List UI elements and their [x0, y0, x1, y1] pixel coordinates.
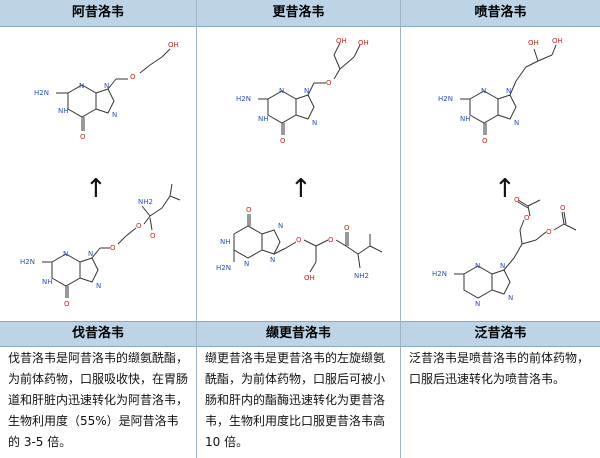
- header-penciclovir: 喷昔洛韦: [401, 0, 600, 27]
- atom-label: O: [524, 214, 530, 222]
- atom-label: O: [560, 204, 566, 212]
- atom-label: OH: [336, 37, 347, 45]
- atom-label: O: [546, 228, 552, 236]
- description-valganciclovir: 缬更昔洛韦是更昔洛韦的左旋缬氨酰酯，为前体药物，口服后可被小肠和肝内的酯酶迅速转…: [205, 351, 386, 449]
- atom-label: H2N: [34, 89, 49, 97]
- header-acyclovir: 阿昔洛韦: [0, 0, 196, 27]
- header-ganciclovir: 更昔洛韦: [197, 0, 400, 27]
- atom-label: H2N: [236, 95, 251, 103]
- valacyclovir-structure: N N N NH H2N NH2 O O O O: [20, 183, 181, 308]
- atom-label: N: [104, 82, 109, 90]
- atom-label: N: [481, 87, 486, 95]
- famciclovir-structure: N N N N H2N O O O O: [432, 196, 577, 308]
- description-valacyclovir: 伐昔洛韦是阿昔洛韦的缬氨酰酯，为前体药物，口服吸收快，在胃肠道和肝脏内迅速转化为…: [8, 351, 189, 449]
- valganciclovir-structure: N N N NH H2N NH2 O O O O OH: [216, 206, 383, 282]
- atom-label: O: [246, 206, 252, 214]
- description-famciclovir: 泛昔洛韦是喷昔洛韦的前体药物，口服后迅速转化为喷昔洛韦。: [409, 351, 590, 386]
- atom-label: N: [508, 294, 513, 302]
- atom-label: N: [279, 87, 284, 95]
- atom-label: NH: [258, 115, 269, 123]
- atom-label: NH2: [354, 272, 369, 280]
- atom-label: N: [278, 222, 283, 230]
- atom-label: N: [506, 87, 511, 95]
- atom-label: N: [475, 300, 480, 308]
- atom-label: N: [475, 262, 480, 270]
- atom-label: O: [64, 300, 70, 308]
- atom-label: N: [514, 119, 519, 127]
- atom-label: H2N: [216, 264, 231, 272]
- penciclovir-structure: N N N NH H2N O OH OH: [438, 37, 563, 145]
- atom-label: O: [80, 133, 86, 141]
- atom-label: O: [328, 236, 334, 244]
- atom-label: N: [244, 260, 249, 268]
- ganciclovir-structure: N N N NH H2N O O OH OH: [236, 37, 369, 145]
- atom-label: N: [304, 87, 309, 95]
- atom-label: O: [482, 137, 488, 145]
- atom-label: N: [96, 282, 101, 290]
- conversion-arrow: ↑: [494, 174, 516, 204]
- column-divider: [196, 0, 197, 458]
- atom-label: OH: [358, 39, 369, 47]
- atom-label: O: [130, 73, 136, 81]
- atom-label: OH: [552, 37, 563, 45]
- atom-label: N: [312, 119, 317, 127]
- conversion-arrow: ↑: [290, 174, 312, 204]
- atom-label: OH: [304, 274, 315, 282]
- acyclovir-structure: N N N NH H2N O O OH: [34, 41, 179, 141]
- atom-label: O: [296, 236, 302, 244]
- conversion-arrow: ↑: [85, 174, 107, 204]
- column-divider: [400, 0, 401, 458]
- atom-label: H2N: [432, 270, 447, 278]
- atom-label: O: [280, 137, 286, 145]
- atom-label: N: [88, 250, 93, 258]
- atom-label: N: [500, 262, 505, 270]
- atom-label: O: [150, 232, 156, 240]
- atom-label: H2N: [20, 258, 35, 266]
- atom-label: N: [112, 111, 117, 119]
- atom-label: N: [79, 82, 84, 90]
- atom-label: H2N: [438, 95, 453, 103]
- header-valganciclovir: 缬更昔洛韦: [197, 321, 400, 347]
- header-valacyclovir: 伐昔洛韦: [0, 321, 196, 347]
- atom-label: N: [270, 256, 275, 264]
- atom-label: O: [326, 79, 332, 87]
- atom-label: OH: [528, 39, 539, 47]
- atom-label: NH: [58, 107, 69, 115]
- atom-label: O: [514, 196, 520, 204]
- atom-label: N: [63, 250, 68, 258]
- atom-label: NH: [220, 238, 231, 246]
- atom-label: NH: [42, 278, 53, 286]
- atom-label: NH: [460, 115, 471, 123]
- atom-label: OH: [168, 41, 179, 49]
- atom-label: O: [110, 244, 116, 252]
- header-famciclovir: 泛昔洛韦: [401, 321, 600, 347]
- atom-label: NH2: [138, 198, 153, 206]
- atom-label: O: [136, 222, 142, 230]
- atom-label: O: [344, 224, 350, 232]
